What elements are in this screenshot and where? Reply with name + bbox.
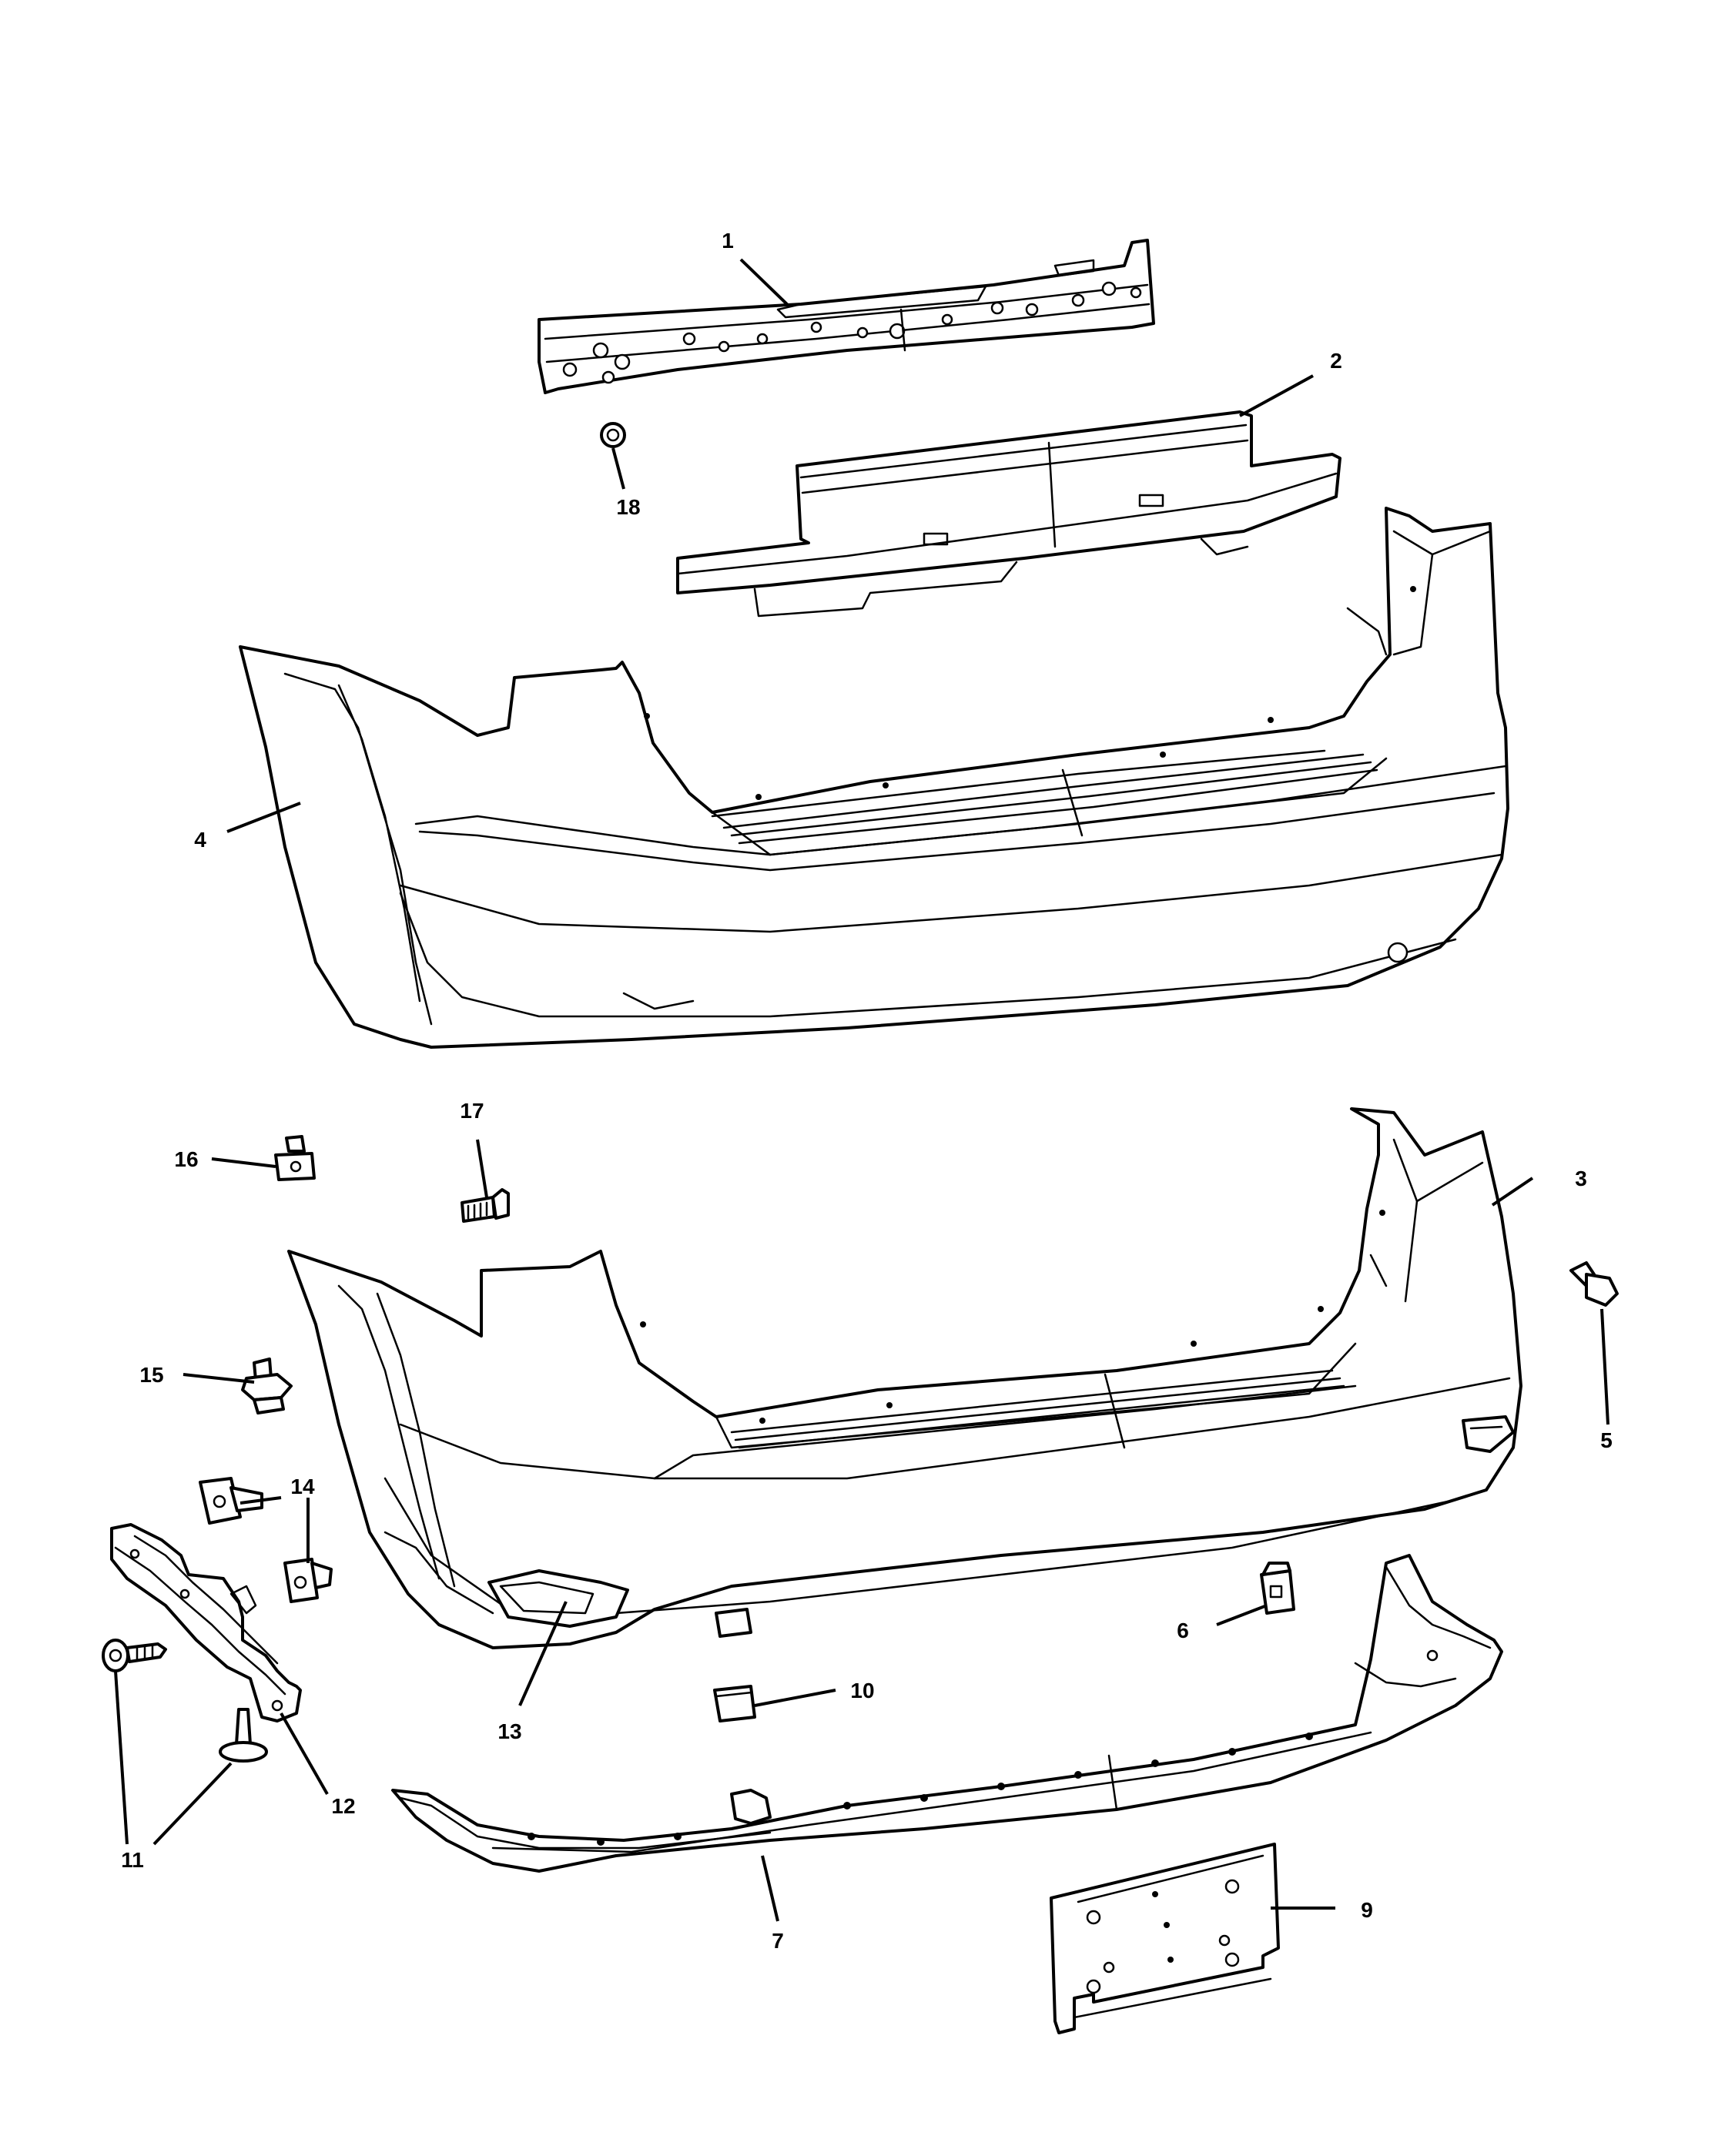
part-4-bumper-fascia	[239, 507, 1509, 1049]
callout-labels: 1 2 3 4 5 6 7 9 10 11 12 13 14 15 16 17 …	[121, 229, 1613, 1953]
callout-10: 10	[850, 1679, 874, 1702]
callout-4: 4	[194, 828, 206, 852]
part-11-fasteners	[102, 1639, 268, 1763]
callout-6: 6	[1177, 1619, 1189, 1642]
part-7-lower-valance	[391, 1554, 1503, 1873]
callout-9: 9	[1361, 1898, 1373, 1922]
callout-11: 11	[121, 1848, 144, 1872]
callout-2: 2	[1330, 349, 1342, 373]
part-18-clip	[600, 422, 626, 448]
leader-lines	[114, 258, 1609, 1922]
part-3-bumper-fascia	[287, 1107, 1522, 1649]
callout-5: 5	[1600, 1428, 1613, 1452]
callout-16: 16	[174, 1147, 198, 1171]
callout-18: 18	[616, 495, 640, 519]
callout-7: 7	[772, 1929, 784, 1953]
callout-12: 12	[331, 1794, 355, 1818]
part-17-bolt	[461, 1188, 510, 1223]
part-10-pad	[713, 1685, 756, 1722]
callout-1: 1	[722, 229, 734, 253]
part-5-push-pin	[1569, 1261, 1619, 1307]
callout-3: 3	[1575, 1167, 1587, 1190]
part-9-license-bracket	[1050, 1843, 1280, 2034]
callout-15: 15	[139, 1363, 163, 1387]
part-14-clips	[199, 1477, 333, 1603]
part-6-clip	[1260, 1562, 1295, 1615]
part-15-push-pin	[241, 1358, 293, 1414]
part-1-reinforcement-bar	[538, 239, 1155, 394]
part-12-bracket	[110, 1523, 302, 1722]
part-2-energy-absorber	[676, 410, 1341, 618]
callout-13: 13	[497, 1719, 521, 1743]
callout-17: 17	[460, 1099, 484, 1123]
part-16-clip	[274, 1135, 316, 1181]
callout-14: 14	[290, 1475, 315, 1498]
